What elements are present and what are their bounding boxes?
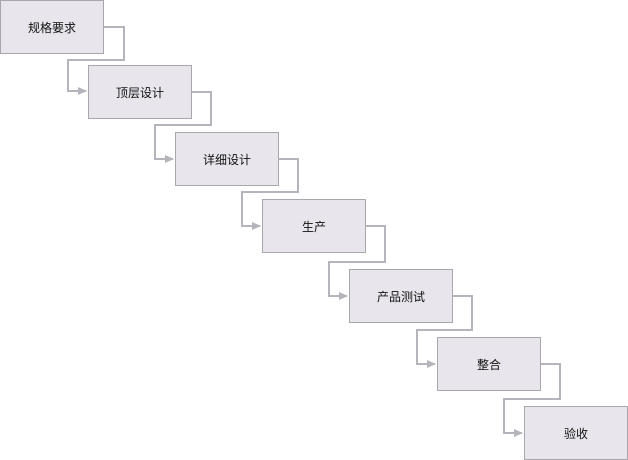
connector-arrow xyxy=(67,26,125,95)
step-label: 顶层设计 xyxy=(115,85,164,100)
step-label: 规格要求 xyxy=(27,20,76,35)
step-label: 整合 xyxy=(476,357,501,372)
step-label: 产品测试 xyxy=(376,289,425,304)
connector-arrow xyxy=(503,363,561,437)
connector-arrow xyxy=(328,225,386,300)
step-detailed-design[interactable]: 详细设计 xyxy=(175,132,279,186)
connector-arrow xyxy=(416,295,473,368)
step-spec-requirements[interactable]: 规格要求 xyxy=(0,0,104,54)
connector-arrow xyxy=(154,91,212,163)
step-acceptance[interactable]: 验收 xyxy=(524,406,628,460)
step-integration[interactable]: 整合 xyxy=(437,337,541,391)
step-product-testing[interactable]: 产品测试 xyxy=(349,269,453,323)
step-label: 验收 xyxy=(563,426,588,441)
step-label: 生产 xyxy=(301,219,326,234)
step-top-level-design[interactable]: 顶层设计 xyxy=(88,65,192,119)
step-production[interactable]: 生产 xyxy=(262,199,366,253)
connector-arrow xyxy=(241,158,299,230)
step-label: 详细设计 xyxy=(202,152,251,167)
